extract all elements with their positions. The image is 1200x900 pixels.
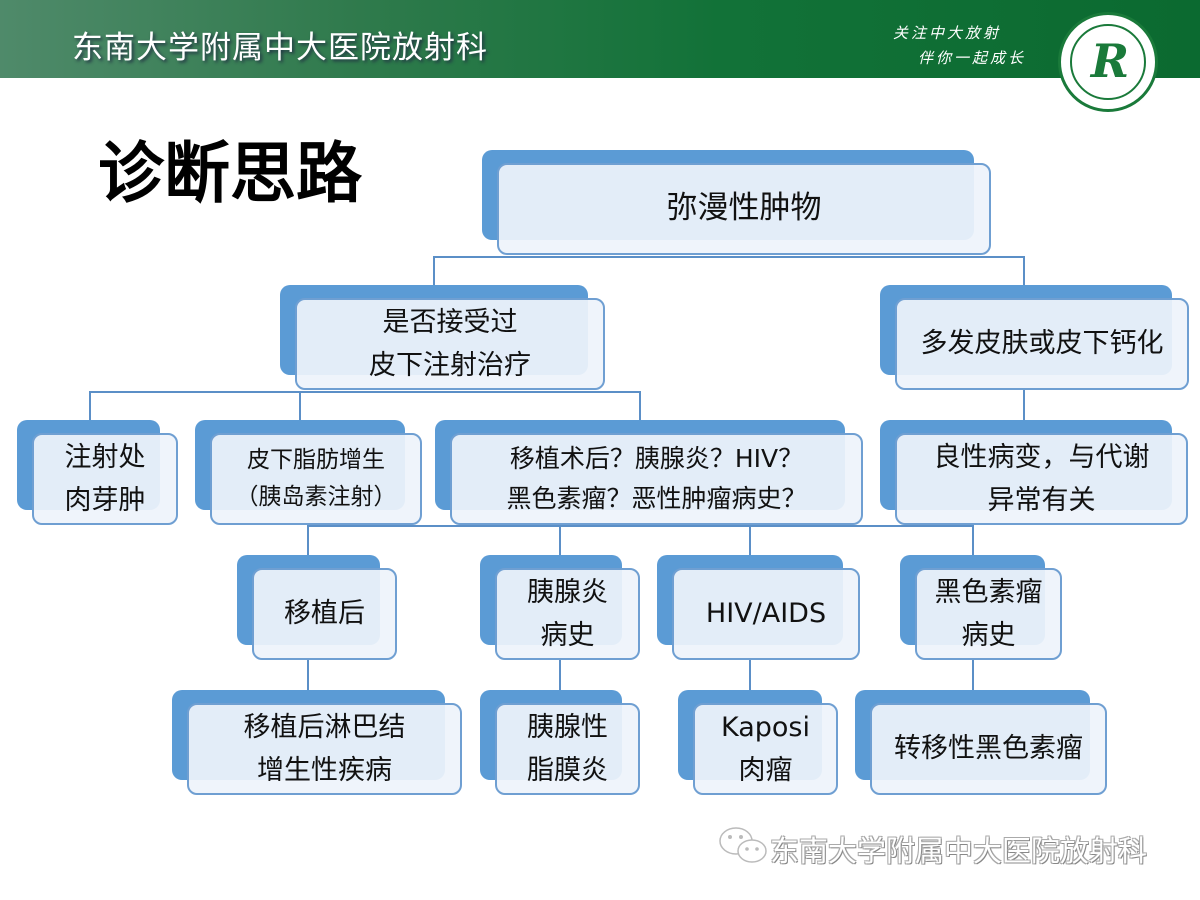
header-banner: 东南大学附属中大医院放射科 关注中大放射 伴你一起成长	[0, 0, 1200, 78]
node-b: 皮下脂肪增生 （胰岛素注射）	[210, 433, 422, 525]
connector-line	[307, 525, 309, 555]
node-text: 良性病变，与代谢	[933, 441, 1150, 473]
node-d: 良性病变，与代谢异常有关	[895, 433, 1188, 525]
connector-line	[1023, 256, 1025, 286]
node-text: 异常有关	[987, 485, 1096, 516]
node-text: 多发皮肤或皮下钙化	[920, 328, 1164, 360]
node-q1: 是否接受过皮下注射治疗	[295, 298, 605, 390]
node-text: 皮下脂肪增生	[247, 447, 385, 474]
node-text: 皮下注射治疗	[369, 350, 531, 381]
wechat-icon	[719, 827, 767, 863]
connector-line	[299, 391, 301, 421]
connector-line	[90, 391, 641, 393]
node-text: 注射处	[64, 441, 146, 473]
node-text: 移植术后？胰腺炎？HIV？	[509, 444, 804, 473]
node-text: 肉瘤	[738, 755, 793, 786]
node-text: 移植后淋巴结	[243, 711, 406, 743]
connector-line	[308, 525, 974, 527]
node-text: 移植后	[284, 598, 365, 630]
node-text: （胰岛素注射）	[235, 484, 397, 510]
node-root: 弥漫性肿物	[497, 163, 991, 255]
node-q2: 多发皮肤或皮下钙化	[895, 298, 1189, 390]
slogan-line2: 伴你一起成长	[918, 49, 1027, 67]
page-title: 诊断思路	[98, 135, 362, 212]
node-text: 黑色素瘤？恶性肿瘤病史？	[506, 484, 807, 513]
hospital-logo: R	[1058, 12, 1158, 112]
node-h: 黑色素瘤病史	[915, 568, 1062, 660]
slogan-line1: 关注中大放射	[893, 24, 1002, 42]
node-text: Kaposi	[720, 711, 810, 743]
node-l: 转移性黑色素瘤	[870, 703, 1107, 795]
node-text: 脂膜炎	[527, 755, 608, 786]
connector-line	[749, 660, 751, 690]
node-g: HIV/AIDS	[672, 568, 860, 660]
connector-line	[307, 660, 309, 690]
node-text: 转移性黑色素瘤	[894, 733, 1083, 765]
node-c: 移植术后？胰腺炎？HIV？ 黑色素瘤？恶性肿瘤病史？	[450, 433, 863, 525]
node-text: 胰腺炎	[527, 576, 608, 608]
connector-line	[433, 256, 435, 286]
connector-line	[972, 660, 974, 690]
node-text: 黑色素瘤	[934, 576, 1043, 608]
logo-letter: R	[1090, 34, 1130, 88]
node-text: 胰腺性	[527, 711, 608, 743]
node-text: 病史	[540, 620, 595, 651]
node-text: 是否接受过	[382, 306, 518, 338]
connector-line	[972, 525, 974, 555]
node-text: 增生性疾病	[257, 755, 392, 786]
connector-line	[559, 525, 561, 555]
connector-line	[89, 391, 91, 421]
node-i: 移植后淋巴结增生性疾病	[187, 703, 462, 795]
node-e: 移植后	[252, 568, 397, 660]
node-a: 注射处肉芽肿	[32, 433, 178, 525]
node-j: 胰腺性脂膜炎	[495, 703, 640, 795]
connector-line	[749, 525, 751, 555]
node-k: Kaposi 肉瘤	[693, 703, 838, 795]
footer-watermark: 东南大学附属中大医院放射科	[770, 834, 1148, 868]
node-text: 病史	[961, 620, 1016, 651]
node-text: HIV/AIDS	[705, 598, 827, 630]
header-title: 东南大学附属中大医院放射科	[72, 30, 488, 66]
connector-line	[433, 256, 1025, 258]
node-text: 弥漫性肿物	[666, 190, 822, 227]
connector-line	[1023, 390, 1025, 421]
node-f: 胰腺炎病史	[495, 568, 640, 660]
connector-line	[559, 660, 561, 690]
node-text: 肉芽肿	[64, 485, 146, 516]
connector-line	[639, 391, 641, 421]
